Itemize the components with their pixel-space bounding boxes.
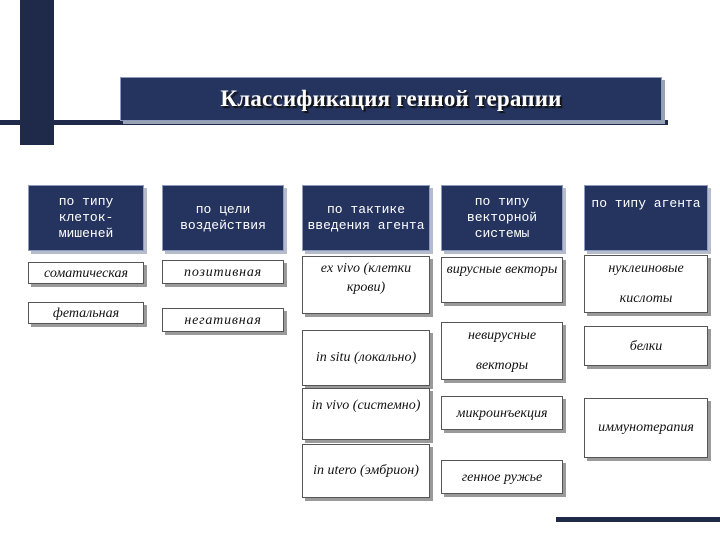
item-gene-gun: генное ружье [441, 460, 563, 494]
item-in-vivo: in vivo (системно) [302, 388, 430, 440]
header-agent-type: по типу агента [584, 185, 708, 251]
item-in-utero: in utero (эмбрион) [302, 444, 430, 498]
header-vector-system: по типу векторной системы [441, 185, 563, 251]
item-positive: позитивная [162, 260, 284, 284]
item-viral-vectors: вирусные векторы [441, 257, 563, 303]
divider-line-top [0, 120, 668, 125]
item-immunotherapy: иммунотерапия [584, 398, 708, 458]
item-fetal: фетальная [28, 302, 144, 324]
header-delivery-tactic: по тактике введения агента [302, 185, 430, 251]
item-somatic: соматическая [28, 262, 144, 284]
item-nonviral-vectors: невирусные векторы [441, 322, 563, 380]
item-microinjection: микроинъекция [441, 396, 563, 430]
item-negative: негативная [162, 308, 284, 332]
header-purpose: по цели воздействия [162, 185, 284, 251]
item-ex-vivo: ex vivo (клетки крови) [302, 256, 430, 314]
item-proteins: белки [584, 326, 708, 366]
header-target-cells: по типу клеток-мишеней [28, 185, 144, 251]
item-nucleic-acids: нуклеиновые кислоты [584, 255, 708, 313]
item-in-situ: in situ (локально) [302, 330, 430, 386]
title-banner: Классификация генной терапии [120, 77, 662, 121]
page-title: Классификация генной терапии [220, 86, 562, 111]
divider-line-bottom [556, 517, 720, 522]
